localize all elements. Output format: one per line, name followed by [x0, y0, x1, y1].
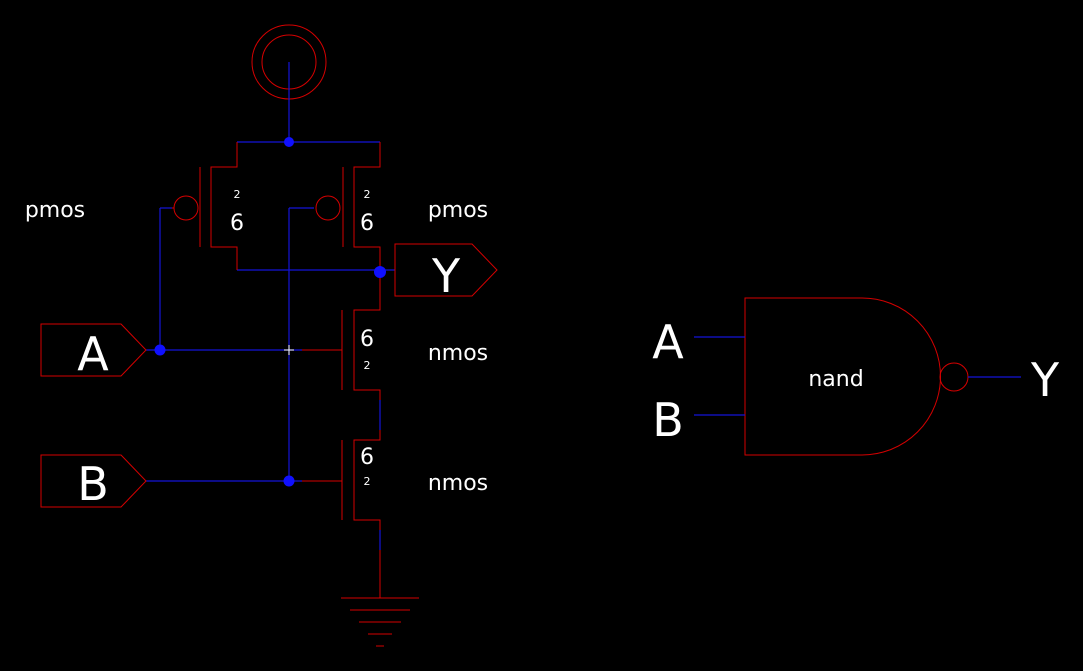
- pmos-left-type-label: pmos: [25, 198, 85, 223]
- nmos-bottom-length: 2: [364, 475, 371, 488]
- input-pin-a-label: A: [77, 327, 109, 381]
- input-pin-a[interactable]: A: [40, 323, 147, 381]
- input-pin-b[interactable]: B: [40, 454, 147, 511]
- nmos-bottom-transistor[interactable]: [302, 430, 381, 530]
- pmos-left-transistor[interactable]: [172, 142, 238, 270]
- output-pin-y-label: Y: [431, 249, 461, 303]
- pmos-right-length: 2: [364, 188, 371, 201]
- pmos-right-type-label: pmos: [428, 198, 488, 223]
- crosshair-marker: [284, 345, 294, 355]
- pmos-left-length: 2: [234, 188, 241, 201]
- pmos-left-width: 6: [230, 211, 244, 236]
- junction-dots: [154, 137, 386, 487]
- output-pin-y[interactable]: Y: [394, 243, 498, 303]
- nmos-bottom-width: 6: [360, 445, 374, 470]
- nmos-top-width: 6: [360, 327, 374, 352]
- nand-input-a-label: A: [652, 315, 684, 369]
- input-pin-b-label: B: [77, 457, 109, 511]
- pmos-right-width: 6: [360, 211, 374, 236]
- pmos-right-transistor[interactable]: [315, 142, 381, 270]
- wires: [146, 62, 395, 550]
- nmos-top-type-label: nmos: [428, 341, 488, 366]
- nmos-bottom-type-label: nmos: [428, 471, 488, 496]
- nand-gate-name: nand: [808, 367, 863, 392]
- ground-symbol[interactable]: [341, 550, 419, 647]
- nand-gate-symbol[interactable]: nand A B Y: [652, 297, 1060, 456]
- nmos-top-transistor[interactable]: [302, 270, 381, 400]
- nand-output-y-label: Y: [1030, 353, 1060, 407]
- nmos-top-length: 2: [364, 359, 371, 372]
- nand-input-b-label: B: [652, 393, 684, 447]
